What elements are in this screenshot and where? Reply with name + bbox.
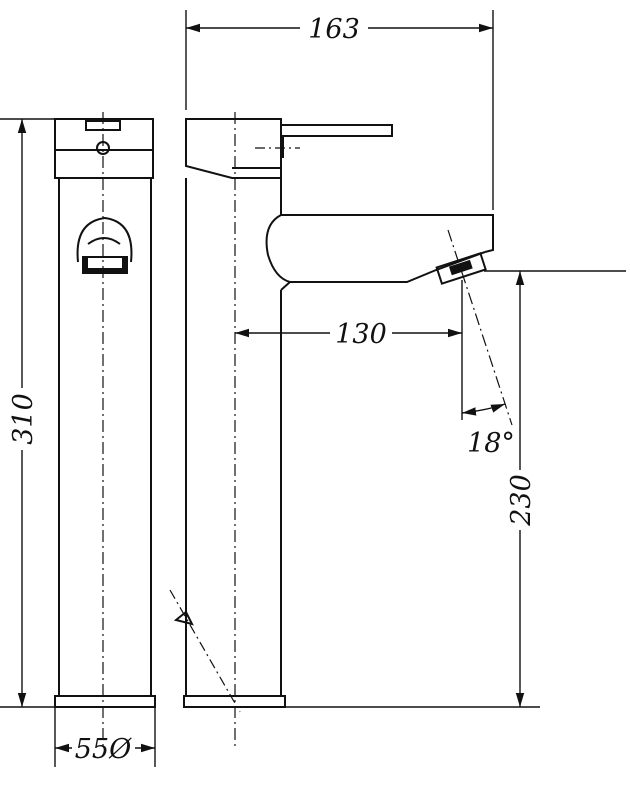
dimension-310 <box>0 118 55 708</box>
label-spout-angle: 18° <box>467 428 515 459</box>
dimension-163 <box>185 10 494 210</box>
label-spout-height: 230 <box>506 474 537 527</box>
dimension-130 <box>235 280 463 420</box>
side-view <box>169 112 494 748</box>
front-view-aerator <box>76 216 133 274</box>
front-view <box>54 112 156 750</box>
dimension-55 <box>54 707 156 767</box>
hose-inlet-marker <box>173 610 194 626</box>
dimension-angle <box>447 229 513 426</box>
front-view-cap <box>54 118 154 179</box>
label-spout-reach: 130 <box>335 319 387 350</box>
label-overall-height: 310 <box>8 393 39 445</box>
side-view-spout <box>265 214 494 291</box>
label-base-diameter: 55Ø <box>75 734 132 765</box>
front-view-base <box>54 695 156 708</box>
label-overall-width: 163 <box>308 14 360 45</box>
side-view-handle <box>280 124 393 158</box>
side-view-cap <box>185 118 282 179</box>
dimension-230 <box>285 270 626 708</box>
